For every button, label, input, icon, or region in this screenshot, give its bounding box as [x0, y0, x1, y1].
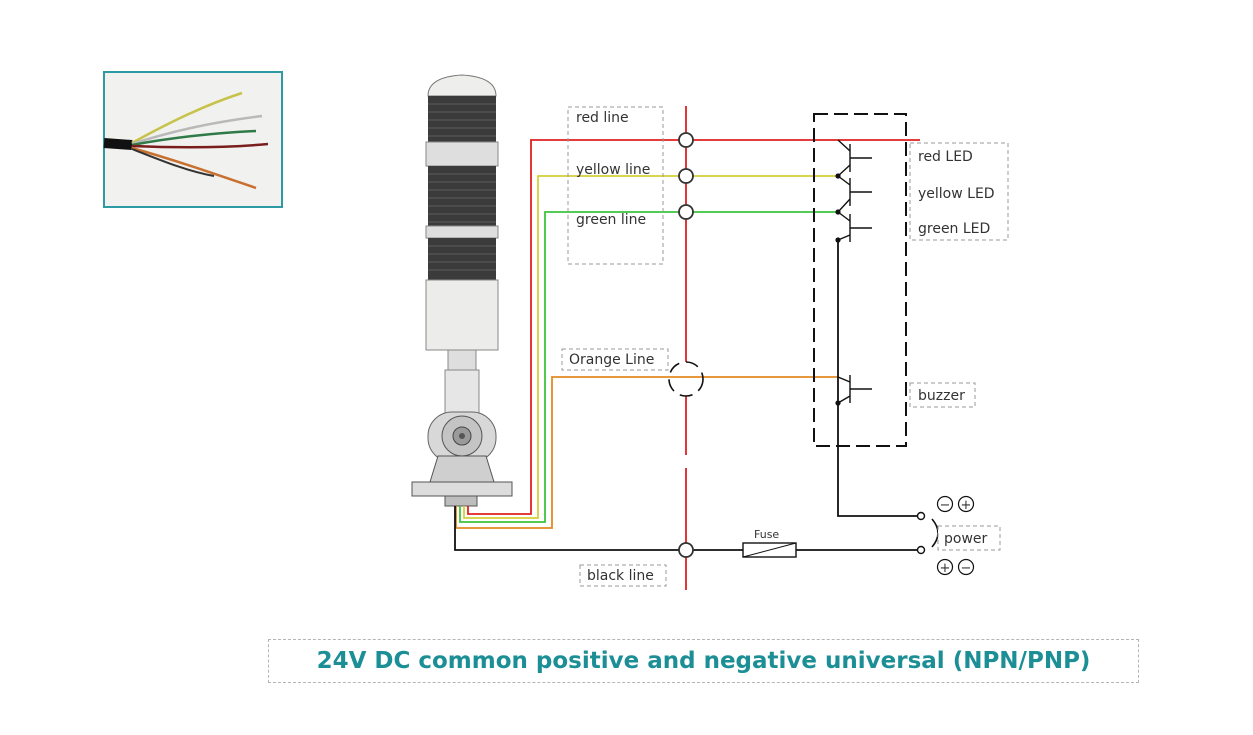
- power-label-box: [937, 525, 1001, 551]
- power-terminal-bottom: [916, 545, 926, 555]
- label-yellow-led: yellow LED: [918, 186, 995, 202]
- label-green-line: green line: [576, 212, 646, 228]
- label-red-led: red LED: [918, 149, 973, 165]
- label-yellow-line: yellow line: [576, 162, 650, 178]
- yellow-wire: [463, 175, 838, 519]
- svg-text:+: +: [940, 561, 951, 576]
- power-terminal-top: [916, 511, 926, 521]
- orange-label-box: [561, 348, 669, 371]
- photo-wire-orange: [131, 146, 257, 190]
- svg-text:+: +: [961, 498, 972, 513]
- black-wire: [454, 506, 743, 551]
- return-wire: [837, 240, 920, 517]
- svg-text:−: −: [961, 561, 972, 576]
- label-orange-line: Orange Line: [569, 352, 654, 368]
- wire-label-box: [567, 106, 664, 265]
- label-black-line: black line: [587, 568, 654, 584]
- plus-icon: [936, 558, 954, 576]
- minus-icon: [957, 558, 975, 576]
- power-bracket: [931, 518, 939, 548]
- label-red-line: red line: [576, 110, 629, 126]
- label-green-led: green LED: [918, 221, 990, 237]
- transistor-red: [837, 139, 872, 177]
- photo-wire-yellow: [131, 91, 243, 145]
- green-wire: [459, 211, 838, 523]
- orange-wire: [455, 376, 838, 529]
- transistor-yellow: [837, 175, 872, 213]
- minus-icon: [936, 495, 954, 513]
- label-power: power: [944, 531, 988, 547]
- label-buzzer: buzzer: [918, 388, 965, 404]
- black-label-box: [579, 564, 667, 587]
- transistor-green: [837, 211, 872, 242]
- terminal-yellow: [678, 168, 694, 184]
- controller-box: [813, 113, 907, 447]
- caption-box: 24V DC common positive and negative univ…: [268, 639, 1139, 683]
- led-label-box: [909, 142, 1009, 241]
- photo-wire-darkred: [131, 142, 269, 149]
- terminal-green: [678, 204, 694, 220]
- buzzer-label-box: [909, 382, 976, 408]
- terminal-red: [678, 132, 694, 148]
- terminal-black: [678, 542, 694, 558]
- plus-icon: [957, 495, 975, 513]
- terminal-orange: [668, 361, 704, 397]
- photo-wire-black: [131, 148, 215, 177]
- signal-tower: [411, 74, 513, 507]
- cable-photo: [103, 71, 283, 208]
- svg-text:−: −: [940, 498, 951, 513]
- transistor-buzzer: [837, 375, 872, 404]
- photo-wire-white: [131, 114, 263, 146]
- photo-wire-green: [131, 129, 257, 147]
- label-fuse: Fuse: [754, 528, 779, 541]
- red-wire: [467, 139, 920, 515]
- caption-text: 24V DC common positive and negative univ…: [316, 648, 1091, 674]
